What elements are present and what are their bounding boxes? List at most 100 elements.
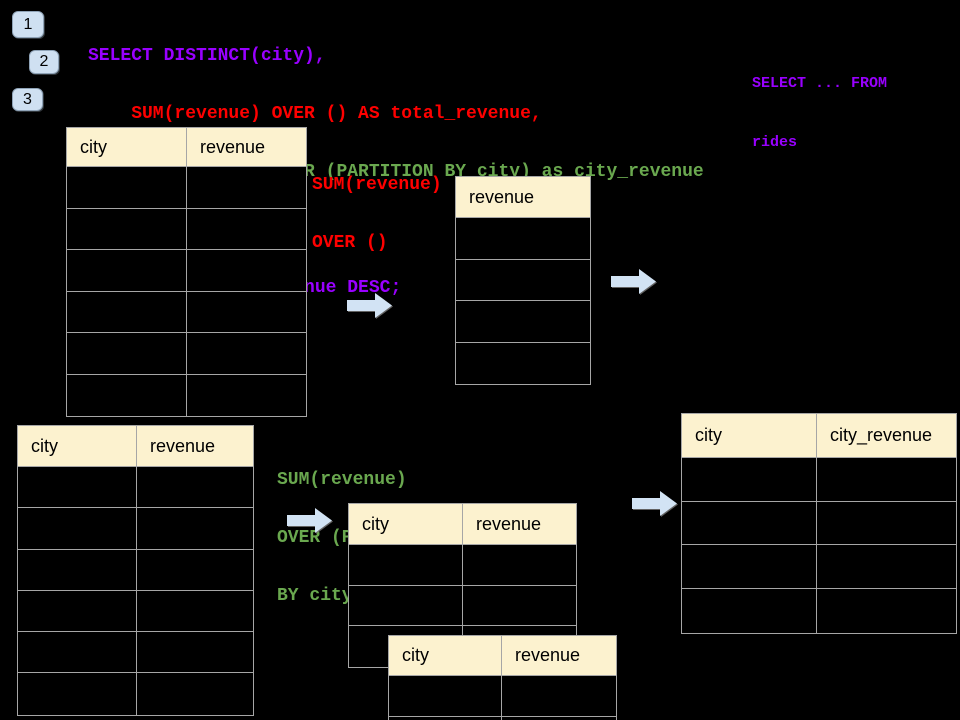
step-badge-3-label: 3 — [23, 90, 32, 108]
table-row — [67, 291, 306, 333]
column-header-revenue: revenue — [456, 177, 590, 218]
table-cell — [187, 208, 306, 250]
table-row — [18, 673, 253, 715]
table-row — [349, 545, 576, 586]
table-row — [67, 167, 306, 209]
table-row — [682, 458, 956, 502]
column-header-revenue: revenue — [187, 128, 306, 167]
table-cell — [456, 301, 590, 343]
table-cell — [682, 458, 817, 502]
table-cell — [137, 673, 253, 715]
step-badge-1-label: 1 — [23, 15, 33, 33]
table-cell — [456, 342, 590, 384]
table-row — [456, 342, 590, 384]
table-row — [682, 501, 956, 546]
table-row — [18, 508, 253, 550]
column-header-city: city — [389, 636, 502, 676]
table-cell — [817, 589, 956, 633]
table-row — [18, 467, 253, 509]
side-note: SELECT ... FROM rides — [752, 36, 887, 190]
table-cell — [187, 374, 306, 416]
table-cell — [502, 676, 616, 717]
table-cell — [817, 545, 956, 590]
table-cell — [18, 467, 137, 509]
table-cell — [682, 545, 817, 590]
table-cell — [137, 632, 253, 674]
table-cell — [137, 508, 253, 550]
table-cell — [67, 333, 187, 375]
column-header-revenue: revenue — [502, 636, 616, 676]
arrow-right-icon — [287, 507, 333, 534]
step-badge-3: 3 — [12, 88, 43, 111]
table-cell — [18, 508, 137, 550]
table-row — [18, 590, 253, 633]
table-cell — [18, 590, 137, 633]
table-cell — [187, 250, 306, 292]
table-cell — [187, 167, 306, 209]
table-cell — [187, 291, 306, 333]
table-cell — [682, 501, 817, 546]
table-cell — [389, 676, 502, 717]
table-cell — [67, 374, 187, 416]
arrow-right-icon — [632, 490, 678, 517]
table-cell — [67, 250, 187, 292]
sql-line-total: SUM(revenue) OVER () AS total_revenue, — [88, 104, 542, 124]
sql-line-select: SELECT DISTINCT(city), — [88, 46, 326, 66]
table-cell — [502, 717, 616, 720]
table-cell — [456, 218, 590, 260]
table-cell — [817, 458, 956, 502]
arrow-right-icon — [347, 292, 393, 319]
table-cell — [137, 549, 253, 591]
table-row — [67, 374, 306, 416]
annotation-total-revenue: SUM(revenue) OVER () — [312, 138, 442, 290]
table-cell — [67, 291, 187, 333]
table-row — [456, 218, 590, 260]
table-row — [349, 585, 576, 626]
table-cell — [18, 673, 137, 715]
column-header-city: city — [349, 504, 463, 545]
annotation-total-line-2: OVER () — [312, 233, 388, 253]
table-row — [456, 301, 590, 343]
annotation-total-line-1: SUM(revenue) — [312, 175, 442, 195]
table-cell — [389, 717, 502, 720]
column-header-revenue: revenue — [137, 426, 253, 467]
table-row — [389, 717, 616, 720]
table-row — [682, 545, 956, 590]
step-badge-2-label: 2 — [39, 53, 49, 70]
table-row — [18, 632, 253, 674]
table-cell — [349, 585, 463, 626]
side-note-line-1: SELECT ... FROM — [752, 75, 888, 92]
table-cell — [349, 545, 463, 586]
table-cell — [137, 590, 253, 633]
table-row — [456, 259, 590, 301]
table-cell — [137, 467, 253, 509]
annotation-partition-line-1: SUM(revenue) — [277, 470, 407, 490]
table-row — [18, 549, 253, 591]
table-cell — [187, 333, 306, 375]
table-row — [389, 676, 616, 717]
step-badge-2: 2 — [29, 50, 59, 74]
column-header-city: city — [67, 128, 187, 167]
column-header-revenue: revenue — [463, 504, 576, 545]
table-cell — [463, 545, 576, 586]
table-cell — [463, 585, 576, 626]
table-cell — [67, 167, 187, 209]
table-cell — [456, 259, 590, 301]
table-row — [67, 208, 306, 250]
side-note-line-2: rides — [752, 134, 798, 151]
table-cell — [682, 589, 817, 633]
table-row — [67, 250, 306, 292]
table-cell — [18, 549, 137, 591]
column-header-city: city — [18, 426, 137, 467]
table-row — [682, 589, 956, 633]
arrow-right-icon — [611, 268, 657, 295]
